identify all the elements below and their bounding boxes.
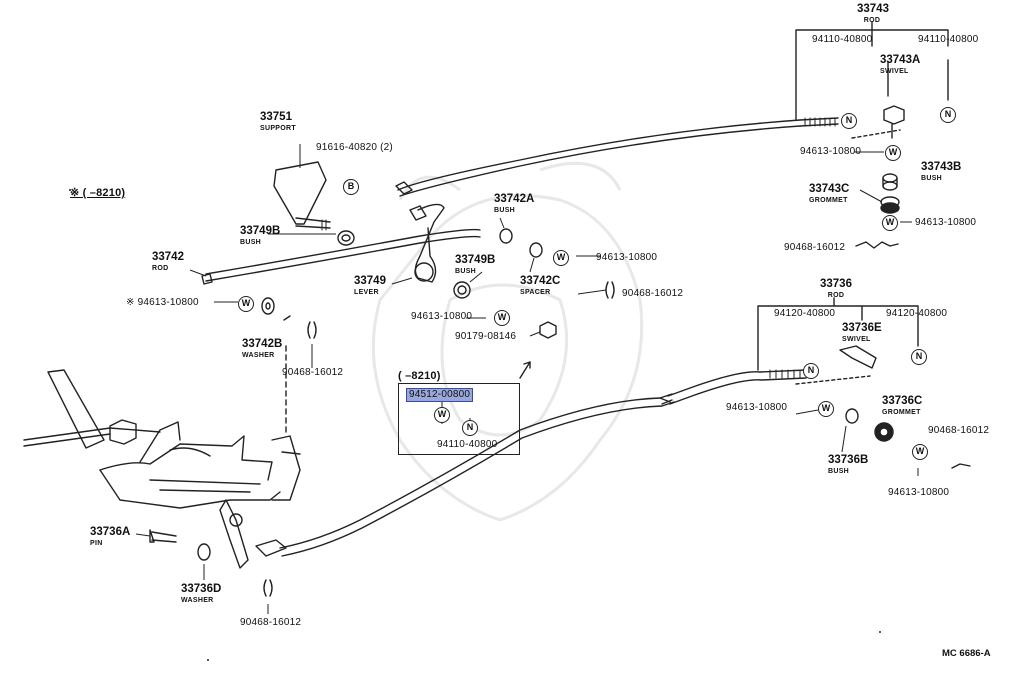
callout-94110-40800-b[interactable]: 94110-40800 bbox=[918, 34, 979, 45]
callout-90179-08146[interactable]: 90179-08146 bbox=[455, 331, 517, 342]
nut-n-icon: N bbox=[462, 420, 478, 436]
part-number: 33736D bbox=[181, 583, 222, 595]
part-number: 33736B bbox=[828, 454, 869, 466]
callout-33743B[interactable]: 33743B BUSH bbox=[921, 161, 962, 182]
part-name: GROMMET bbox=[882, 408, 921, 416]
part-number: 33742A bbox=[494, 193, 535, 205]
part-name: WASHER bbox=[242, 351, 275, 359]
callout-94613-10800-b[interactable]: 94613-10800 bbox=[915, 217, 977, 228]
part-number: 33742 bbox=[152, 251, 184, 263]
callout-33751[interactable]: 33751 SUPPORT bbox=[260, 111, 296, 132]
washer-w-icon: W bbox=[434, 407, 450, 423]
part-name: SWIVEL bbox=[842, 335, 871, 343]
washer-w-icon: W bbox=[238, 296, 254, 312]
callout-33736C[interactable]: 33736C GROMMET bbox=[882, 395, 923, 416]
bolt-b-icon: B bbox=[343, 179, 359, 195]
part-number: 33751 bbox=[260, 111, 292, 123]
nut-n-icon: N bbox=[911, 349, 927, 365]
callout-33743A[interactable]: 33743A SWIVEL bbox=[880, 54, 921, 75]
callout-33743C[interactable]: 33743C GROMMET bbox=[809, 183, 850, 204]
callout-33743[interactable]: 33743 ROD bbox=[857, 3, 889, 24]
part-number: 33749 bbox=[354, 275, 386, 287]
upper-rod bbox=[397, 119, 801, 191]
date-mark: ※ bbox=[126, 297, 135, 308]
callout-33749B-2[interactable]: 33749B BUSH bbox=[455, 254, 496, 275]
part-name: BUSH bbox=[828, 467, 850, 475]
callout-90468-16012-d[interactable]: 90468-16012 bbox=[928, 425, 990, 436]
callout-94512-00800-highlighted[interactable]: 94512-00800 bbox=[406, 388, 474, 402]
part-name: WASHER bbox=[181, 596, 214, 604]
diagram-code: MC 6686-A bbox=[942, 648, 991, 659]
part-number: 33749B bbox=[240, 225, 281, 237]
part-number: 33736C bbox=[882, 395, 923, 407]
part-name: LEVER bbox=[354, 288, 379, 296]
callout-33749[interactable]: 33749 LEVER bbox=[354, 275, 386, 296]
callout-94613-10800-a[interactable]: 94613-10800 bbox=[800, 146, 862, 157]
callout-33736B[interactable]: 33736B BUSH bbox=[828, 454, 869, 475]
nut-n-icon: N bbox=[803, 363, 819, 379]
washer-w-icon: W bbox=[882, 215, 898, 231]
callout-90468-16012-b[interactable]: 90468-16012 bbox=[622, 288, 684, 299]
callout-94110-40800-box[interactable]: 94110-40800 bbox=[437, 439, 498, 450]
part-number: 33736E bbox=[842, 322, 882, 334]
washer-w-icon: W bbox=[494, 310, 510, 326]
callout-33736E[interactable]: 33736E SWIVEL bbox=[842, 322, 882, 343]
washer-w-icon: W bbox=[553, 250, 569, 266]
part-name: SUPPORT bbox=[260, 124, 296, 132]
variant-box bbox=[398, 383, 520, 455]
part-name: BUSH bbox=[455, 267, 477, 275]
callout-33742B[interactable]: 33742B WASHER bbox=[242, 338, 283, 359]
part-name: ROD bbox=[827, 291, 845, 299]
callout-94120-40800-b[interactable]: 94120-40800 bbox=[886, 308, 948, 319]
lower-rod bbox=[279, 393, 673, 549]
part-name: ROD bbox=[863, 16, 881, 24]
nut-n-icon: N bbox=[940, 107, 956, 123]
washer-w-icon: W bbox=[912, 444, 928, 460]
part-name: BUSH bbox=[921, 174, 943, 182]
callout-33736D[interactable]: 33736D WASHER bbox=[181, 583, 222, 604]
part-number: 33736 bbox=[820, 278, 852, 290]
callout-33749B-1[interactable]: 33749B BUSH bbox=[240, 225, 281, 246]
part-name: BUSH bbox=[494, 206, 516, 214]
callout-91616-40820[interactable]: 91616-40820 (2) bbox=[316, 142, 393, 153]
callout-94120-40800-a[interactable]: 94120-40800 bbox=[774, 308, 836, 319]
part-number: 33742B bbox=[242, 338, 283, 350]
part-name: BUSH bbox=[240, 238, 262, 246]
callout-94613-10800-c[interactable]: 94613-10800 bbox=[596, 252, 658, 263]
callout-33736A[interactable]: 33736A PIN bbox=[90, 526, 131, 547]
part-number: 33749B bbox=[455, 254, 496, 266]
washer-w-icon: W bbox=[818, 401, 834, 417]
part-name: ROD bbox=[152, 264, 169, 272]
nut-n-icon: N bbox=[841, 113, 857, 129]
part-number: 33743C bbox=[809, 183, 850, 195]
callout-90468-16012-e[interactable]: 90468-16012 bbox=[240, 617, 302, 628]
part-number: 33742C bbox=[520, 275, 561, 287]
callout-33742[interactable]: 33742 ROD bbox=[152, 251, 184, 272]
callout-33736[interactable]: 33736 ROD bbox=[818, 278, 854, 299]
callout-94613-10800-f[interactable]: 94613-10800 bbox=[726, 402, 788, 413]
part-name: GROMMET bbox=[809, 196, 848, 204]
date-note-box: ( –8210) bbox=[398, 370, 441, 382]
callout-33742C[interactable]: 33742C SPACER bbox=[520, 275, 561, 296]
callout-94613-10800-e[interactable]: 94613-10800 bbox=[411, 311, 473, 322]
date-note-left: ※ ( –8210) bbox=[70, 187, 126, 199]
callout-94613-10800-g[interactable]: 94613-10800 bbox=[888, 487, 950, 498]
part-name: SWIVEL bbox=[880, 67, 909, 75]
part-name: PIN bbox=[90, 539, 103, 547]
part-name: SPACER bbox=[520, 288, 551, 296]
part-number: 33743A bbox=[880, 54, 921, 66]
callout-94110-40800-a[interactable]: 94110-40800 bbox=[812, 34, 873, 45]
washer-w-icon: W bbox=[885, 145, 901, 161]
part-number: 33736A bbox=[90, 526, 131, 538]
part-number: 33743B bbox=[921, 161, 962, 173]
callout-90468-16012-a[interactable]: 90468-16012 bbox=[784, 242, 846, 253]
callout-90468-16012-c[interactable]: 90468-16012 bbox=[282, 367, 344, 378]
callout-33742A[interactable]: 33742A BUSH bbox=[494, 193, 535, 214]
part-number: 94613-10800 bbox=[137, 297, 199, 308]
callout-94613-10800-d[interactable]: ※ 94613-10800 bbox=[126, 298, 199, 308]
part-number: 33743 bbox=[857, 3, 889, 15]
